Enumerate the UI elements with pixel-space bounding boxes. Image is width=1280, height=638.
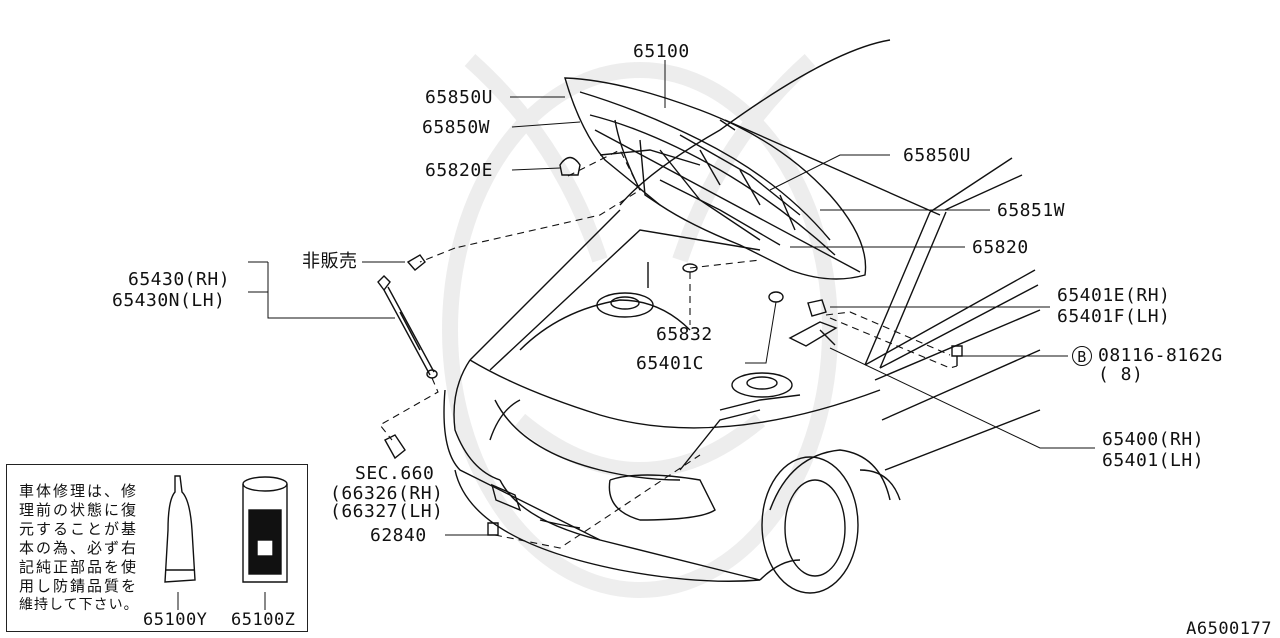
bolt-circle-badge: B	[1072, 346, 1092, 366]
callout-sec-lh[interactable]: (66327(LH)	[330, 501, 444, 522]
note-line: 理前の状態に復	[19, 501, 139, 519]
callout-clip-e[interactable]: 65820E	[425, 160, 494, 181]
watermark-logo	[442, 54, 838, 598]
callout-bolt-part[interactable]: 08116-8162G	[1098, 345, 1223, 366]
callout-tube-part[interactable]: 65100Y	[143, 610, 208, 630]
callout-bumper-65401c[interactable]: 65401C	[636, 353, 705, 374]
callout-hinge-bracket-lh[interactable]: 65401F(LH)	[1057, 306, 1171, 327]
callout-hinge-lh[interactable]: 65401(LH)	[1102, 450, 1205, 471]
repair-note-box: 車体修理は、修 理前の状態に復 元することが基 本の為、必ず右 記純正部品を使 …	[6, 464, 308, 632]
callout-sec-rh[interactable]: (66326(RH)	[330, 483, 444, 504]
callout-bolt-qty: ( 8)	[1098, 364, 1144, 385]
callout-stay-lh[interactable]: 65430N(LH)	[112, 290, 226, 311]
touch-up-products	[164, 475, 288, 583]
callout-hinge-bracket-rh[interactable]: 65401E(RH)	[1057, 285, 1171, 306]
note-line: 記純正部品を使	[19, 558, 139, 576]
note-line: 維持して下さい。	[19, 597, 139, 613]
diagram-reference-number: A6500177	[1186, 619, 1272, 638]
note-line: 元することが基	[19, 520, 139, 538]
callout-seal-upper-left[interactable]: 65850U	[425, 87, 494, 108]
callout-stay-rh[interactable]: 65430(RH)	[128, 269, 231, 290]
callout-seal-upper-right[interactable]: 65850U	[903, 145, 972, 166]
callout-clip-62840[interactable]: 62840	[370, 525, 427, 546]
callout-seal-w-left[interactable]: 65850W	[422, 117, 491, 138]
callout-sec-ref[interactable]: SEC.660	[355, 463, 435, 484]
note-line: 本の為、必ず右	[19, 539, 139, 557]
callout-not-for-sale: 非販売	[302, 251, 358, 272]
callout-hood-panel[interactable]: 65100	[633, 41, 690, 62]
callout-bumper-65832[interactable]: 65832	[656, 324, 713, 345]
callout-hinge-rh[interactable]: 65400(RH)	[1102, 429, 1205, 450]
callout-can-part[interactable]: 65100Z	[231, 610, 296, 630]
callout-insulator[interactable]: 65820	[972, 237, 1029, 258]
note-line: 用し防錆品質を	[19, 577, 139, 595]
callout-seal-851w[interactable]: 65851W	[997, 200, 1066, 221]
note-line: 車体修理は、修	[19, 482, 139, 500]
